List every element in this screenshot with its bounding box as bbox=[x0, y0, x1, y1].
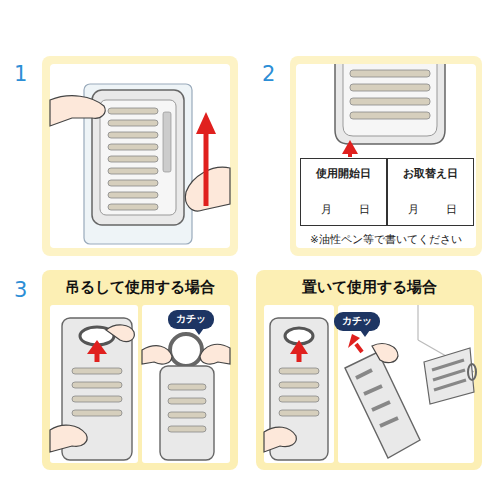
node-text: 月 bbox=[408, 203, 419, 216]
panel-inner bbox=[50, 305, 138, 463]
date-cell: お取替え日月 日 bbox=[387, 158, 474, 226]
node-text: 使用開始日 bbox=[301, 167, 386, 180]
note: ※油性ペン等で書いてください bbox=[296, 233, 476, 247]
node-text: 月 bbox=[321, 203, 332, 216]
node-text: お取替え日 bbox=[388, 167, 473, 180]
node-text: カチッ bbox=[334, 315, 380, 327]
node-text: 置いて使用する場合 bbox=[256, 278, 482, 296]
device-unwrapping bbox=[50, 84, 230, 244]
panel-inner bbox=[142, 305, 230, 463]
node-text: 日 bbox=[446, 203, 457, 216]
device-card bbox=[335, 64, 445, 157]
usage-panel: 吊るして使用する場合カチッ bbox=[42, 270, 238, 470]
usage-panel: 置いて使用する場合カチッ bbox=[256, 270, 482, 470]
panel-inner bbox=[296, 64, 476, 248]
date-cell: 使用開始日月 日 bbox=[300, 158, 387, 226]
panel-inner bbox=[264, 305, 334, 463]
step-number: 2 bbox=[262, 62, 275, 86]
node-text: 吊るして使用する場合 bbox=[42, 278, 238, 296]
device-hanging bbox=[50, 318, 230, 460]
device-standing bbox=[264, 305, 476, 460]
step-number: 1 bbox=[14, 62, 27, 86]
step-number: 3 bbox=[14, 278, 27, 302]
click-bubble: カチッ bbox=[168, 310, 214, 329]
panel-inner bbox=[50, 64, 230, 248]
panel-ground bbox=[42, 270, 238, 470]
panel-ground bbox=[290, 56, 482, 256]
panel-ground bbox=[256, 270, 482, 470]
panel-ground bbox=[42, 56, 238, 256]
node-text: 日 bbox=[359, 203, 370, 216]
node-text: カチッ bbox=[168, 313, 214, 325]
click-bubble: カチッ bbox=[334, 312, 380, 331]
